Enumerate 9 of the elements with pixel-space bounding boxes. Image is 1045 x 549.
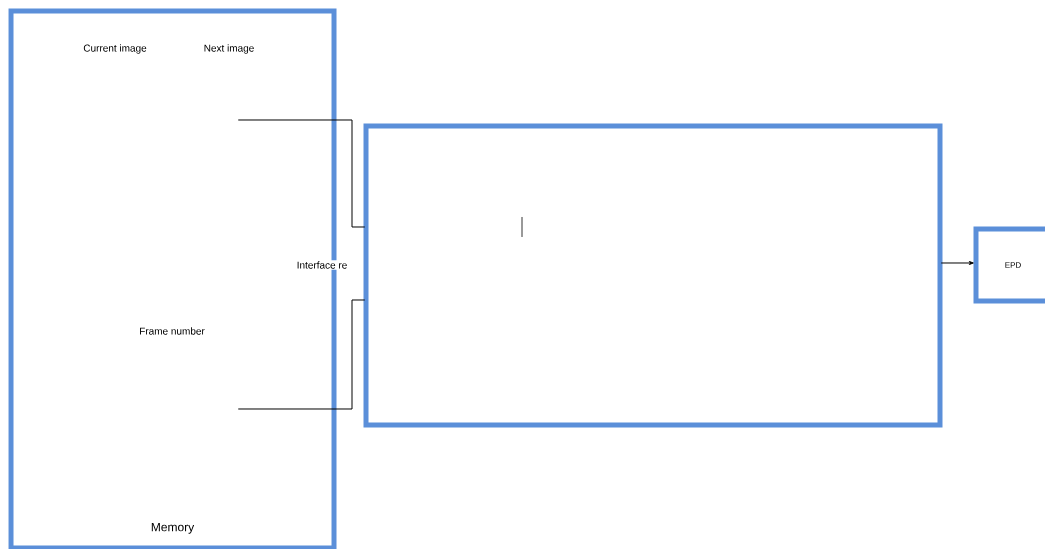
connector-line [237,119,366,228]
text-label: Interface re [297,261,347,269]
process-box: EPD [973,226,1045,304]
text-label: Frame number [140,327,205,335]
empty-box [363,123,943,428]
arrow [940,261,974,265]
text-label: Next image [204,44,254,54]
text-label: Current image [83,44,147,54]
connector-line [237,299,366,410]
